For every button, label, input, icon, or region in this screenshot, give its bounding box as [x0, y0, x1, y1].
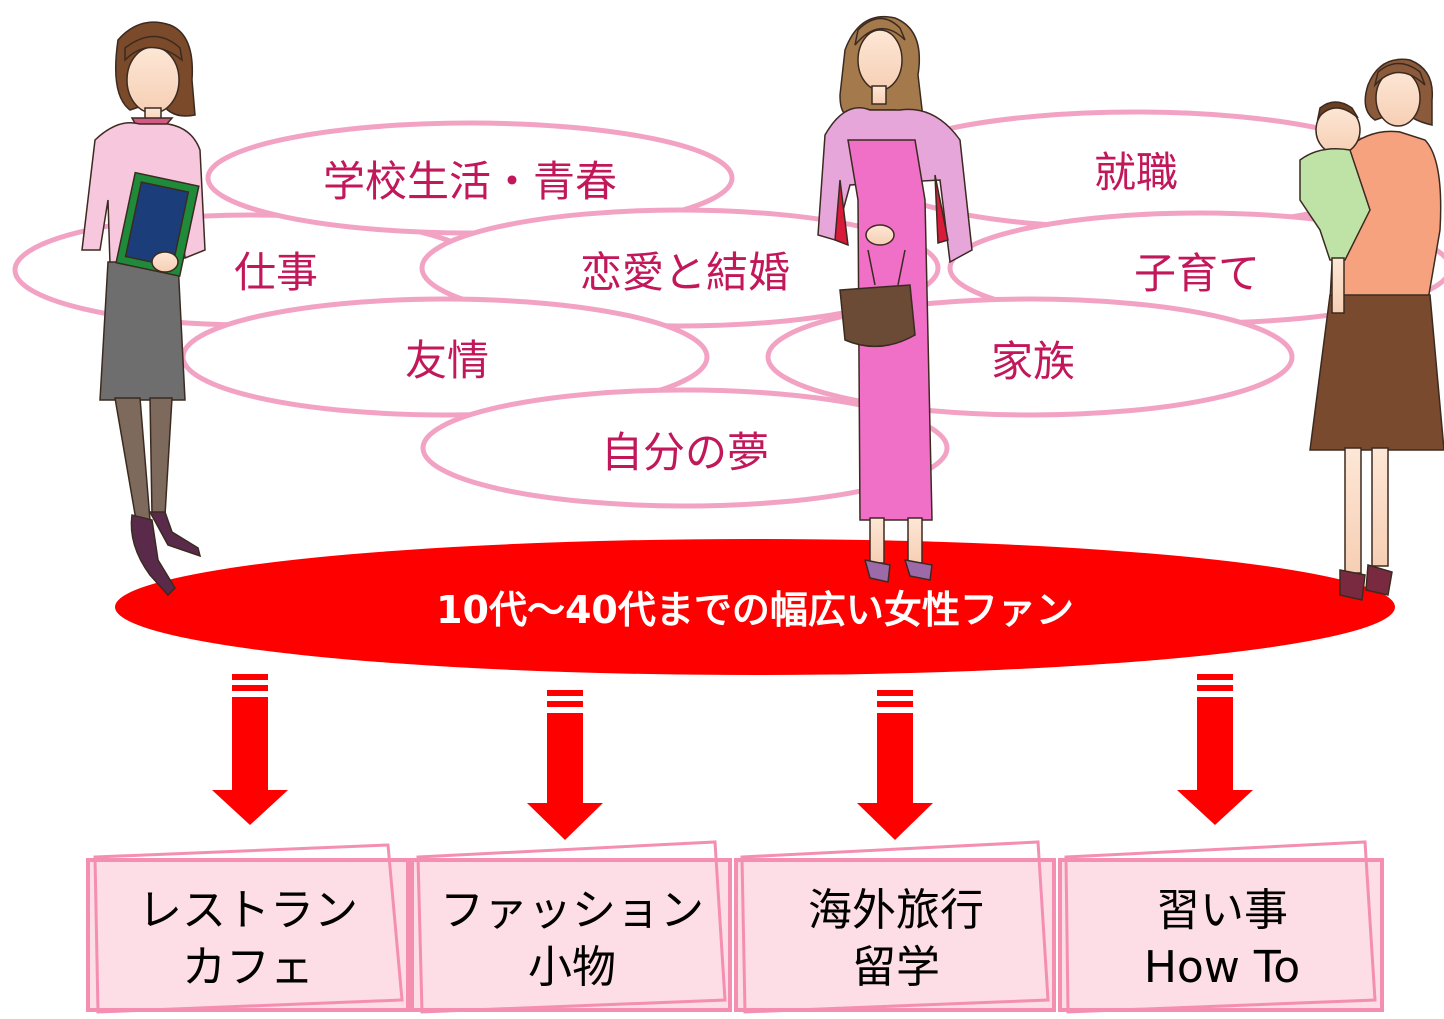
topic-child-rearing: 子育て	[1134, 249, 1260, 298]
topic-love-marriage: 恋愛と結婚	[580, 248, 790, 297]
category-lessons-line1: 習い事	[1156, 885, 1288, 936]
category-box-lessons: 習い事 How To	[1058, 840, 1384, 1014]
woman-office-worker-illustration	[81, 21, 206, 597]
category-restaurant-line1: レストラン	[138, 885, 358, 936]
category-box-travel: 海外旅行 留学	[734, 840, 1056, 1014]
topic-own-dream: 自分の夢	[601, 428, 769, 477]
woman-with-baby-illustration	[1299, 58, 1444, 601]
topic-work: 仕事	[234, 248, 318, 297]
category-fashion-line1: ファッション	[440, 885, 704, 936]
category-travel-line1: 海外旅行	[808, 885, 984, 936]
topic-family: 家族	[991, 337, 1075, 386]
topic-employment: 就職	[1094, 148, 1178, 197]
arrows	[212, 674, 1253, 840]
category-box-fashion: ファッション 小物	[410, 840, 732, 1014]
banner-text: 10代～40代までの幅広い女性ファン	[436, 588, 1074, 632]
cloud-love-marriage	[419, 207, 941, 329]
arrow-1	[212, 674, 288, 825]
category-lessons-line2: How To	[1144, 942, 1300, 993]
topic-friendship: 友情	[405, 336, 489, 385]
cloud-own-dream	[420, 387, 950, 509]
arrow-3	[857, 690, 933, 840]
category-boxes: レストラン カフェ ファッション 小物 海外旅行 留学 習い事 How To	[86, 840, 1384, 1014]
arrow-2	[527, 690, 603, 840]
audience-banner: 10代～40代までの幅広い女性ファン	[115, 539, 1395, 675]
topic-school-life: 学校生活・青春	[323, 157, 617, 206]
category-box-restaurant: レストラン カフェ	[86, 843, 410, 1014]
category-fashion-line2: 小物	[528, 942, 616, 993]
category-restaurant-line2: カフェ	[182, 942, 314, 993]
category-travel-line2: 留学	[852, 942, 940, 993]
banner-ellipse	[115, 539, 1395, 675]
woman-pink-dress-illustration	[817, 16, 973, 583]
arrow-4	[1177, 674, 1253, 825]
